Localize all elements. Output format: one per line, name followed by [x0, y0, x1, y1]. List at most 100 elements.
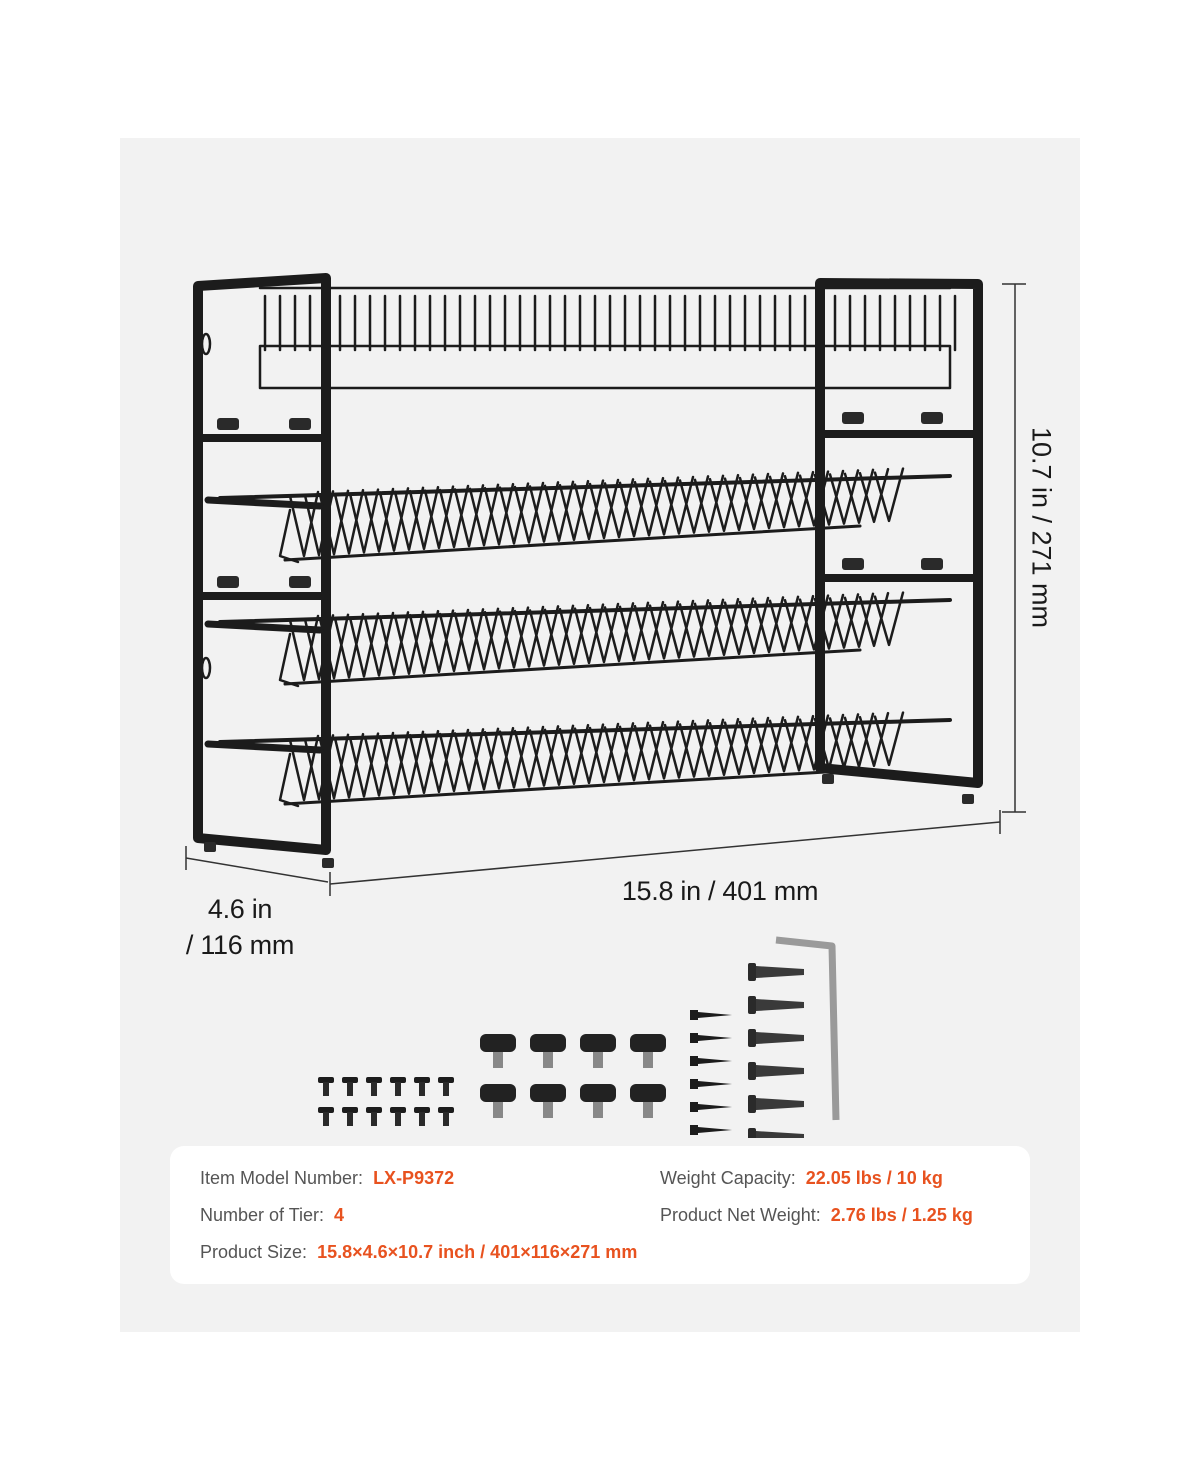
- shelf-wire: [423, 609, 455, 674]
- shelf-wire: [333, 612, 365, 679]
- shelf-wire: [813, 713, 845, 770]
- shelf-wire: [483, 606, 515, 670]
- shelf-wire: [393, 486, 425, 551]
- leveling-knob: [217, 576, 239, 588]
- shelf-wire: [753, 472, 785, 530]
- knob-foot: [480, 1034, 516, 1068]
- leveling-knob: [842, 558, 864, 570]
- shelf-wire: [348, 488, 380, 554]
- shelf-wire: [648, 600, 680, 660]
- shelf-wire: [678, 719, 710, 778]
- shelf-wire: [573, 723, 605, 785]
- shelf-wire: [633, 720, 665, 781]
- shelf-wire: [873, 591, 905, 647]
- shelf-wire: [498, 606, 530, 669]
- shelf-wire: [678, 599, 710, 658]
- shelf-wire: [618, 721, 650, 782]
- shelf-wire: [723, 473, 755, 532]
- wood-screw: [690, 1125, 732, 1135]
- shelf-wire: [708, 717, 740, 777]
- spec-tiers: Number of Tier:4: [200, 1205, 345, 1225]
- shelf-wire: [588, 722, 620, 784]
- small-screw: [438, 1107, 454, 1126]
- shelf-wire: [663, 599, 695, 659]
- wall-anchor: [748, 1029, 804, 1047]
- shelf-wire: [363, 611, 395, 677]
- shelf-wire: [843, 592, 875, 648]
- shelf-wire: [768, 471, 800, 529]
- leveling-knob: [217, 418, 239, 430]
- spec-capacity-value: 22.05 lbs / 10 kg: [805, 1168, 943, 1188]
- shelf-wire: [768, 595, 800, 653]
- shelf-wire: [633, 600, 665, 661]
- shelf-wire: [798, 470, 830, 527]
- shelf-wire: [603, 722, 635, 783]
- shelf-wire: [363, 731, 395, 797]
- shelf-wire: [603, 602, 635, 663]
- shelf-wire: [408, 729, 440, 795]
- leveling-knob: [289, 576, 311, 588]
- shelf-wire: [573, 603, 605, 665]
- shelf-wire: [543, 604, 575, 666]
- shelf-wire: [483, 726, 515, 790]
- shelf-wire: [363, 487, 395, 553]
- width-dimension-line: [329, 821, 1001, 885]
- small-screw: [318, 1077, 334, 1096]
- shelf-wire: [858, 467, 890, 524]
- shelf-wire: [483, 482, 515, 546]
- spec-net-weight: Product Net Weight:2.76 lbs / 1.25 kg: [660, 1205, 973, 1225]
- shelf-wire: [348, 732, 380, 798]
- shelf-wire: [618, 477, 650, 538]
- shelf-wire: [768, 715, 800, 773]
- small-screw: [414, 1077, 430, 1096]
- wall-anchor: [748, 1128, 804, 1138]
- shelf-wire: [468, 727, 500, 791]
- shelf-wire: [513, 725, 545, 788]
- shelf-wire: [693, 598, 725, 657]
- shelf-wire: [378, 611, 410, 676]
- small-screw: [342, 1107, 358, 1126]
- small-screw: [390, 1077, 406, 1096]
- small-screw: [390, 1107, 406, 1126]
- shelf-wire: [288, 490, 320, 558]
- shelf-wire: [813, 469, 845, 526]
- shelf-wire: [468, 607, 500, 671]
- width-label: 15.8 in / 401 mm: [621, 876, 819, 906]
- shelf-wire: [798, 714, 830, 771]
- shelf-wire: [513, 605, 545, 668]
- small-screw: [342, 1077, 358, 1096]
- spec-capacity: Weight Capacity:22.05 lbs / 10 kg: [660, 1168, 943, 1188]
- spec-size-value: 15.8×4.6×10.7 inch / 401×116×271 mm: [317, 1242, 638, 1262]
- shelf-wire: [453, 484, 485, 548]
- shelf-wire: [708, 473, 740, 533]
- hex-key: [775, 936, 840, 1121]
- shelf-wire: [393, 610, 425, 675]
- right-frame: [815, 278, 983, 788]
- keyhole-slot-bottom: [200, 656, 212, 680]
- wood-screw: [690, 1102, 732, 1112]
- shelf-wire: [438, 484, 470, 549]
- shelf-wire: [558, 479, 590, 542]
- spec-model: Item Model Number:LX-P9372: [200, 1168, 455, 1188]
- shelf-wire: [318, 489, 350, 556]
- small-screw: [414, 1107, 430, 1126]
- shelf-wire: [288, 614, 320, 682]
- wall-anchor: [748, 1095, 804, 1113]
- wood-screw: [690, 1033, 732, 1043]
- left-frame: [193, 273, 331, 855]
- shelf-wire: [633, 476, 665, 537]
- small-screw: [318, 1107, 334, 1126]
- shelf-wire: [423, 729, 455, 794]
- depth-label-line1: 4.6 in: [207, 894, 273, 924]
- shelf-wire: [558, 723, 590, 786]
- shelf-wire: [498, 482, 530, 545]
- wall-anchor: [748, 963, 804, 981]
- shelf-wire: [513, 481, 545, 544]
- foot-pad: [322, 858, 334, 868]
- wood-screw: [690, 1079, 732, 1089]
- shelf-wire: [783, 714, 815, 772]
- shelf-wire: [603, 478, 635, 539]
- spec-model-value: LX-P9372: [373, 1168, 455, 1188]
- wood-screw: [690, 1010, 732, 1020]
- shelf-wire: [648, 476, 680, 536]
